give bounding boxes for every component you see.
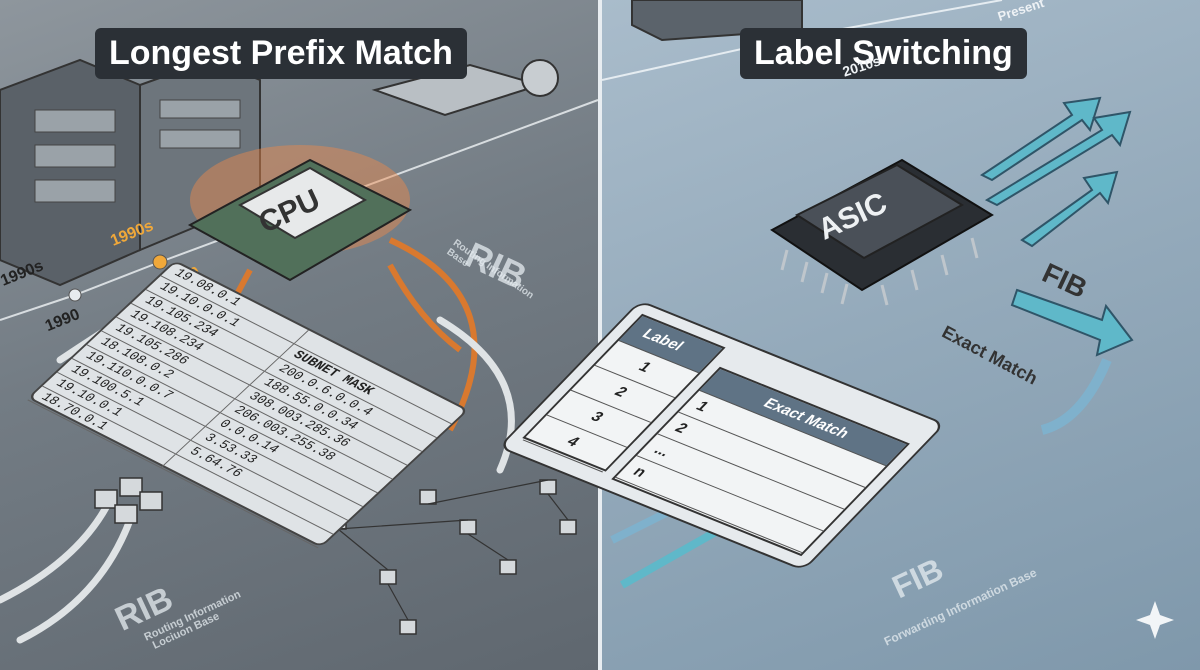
sparkle-icon [1136, 601, 1174, 639]
right-title: Label Switching [740, 28, 1027, 79]
panel-divider [598, 0, 602, 670]
flow-arrows [980, 96, 1134, 357]
longest-prefix-panel: Longest Prefix Match CPU 1990s 1990 1990… [0, 0, 598, 670]
router-icon [521, 59, 559, 97]
left-artwork [0, 58, 598, 644]
left-title: Longest Prefix Match [95, 28, 467, 79]
server-rack-icon [0, 58, 261, 287]
timeline-line [0, 99, 598, 321]
